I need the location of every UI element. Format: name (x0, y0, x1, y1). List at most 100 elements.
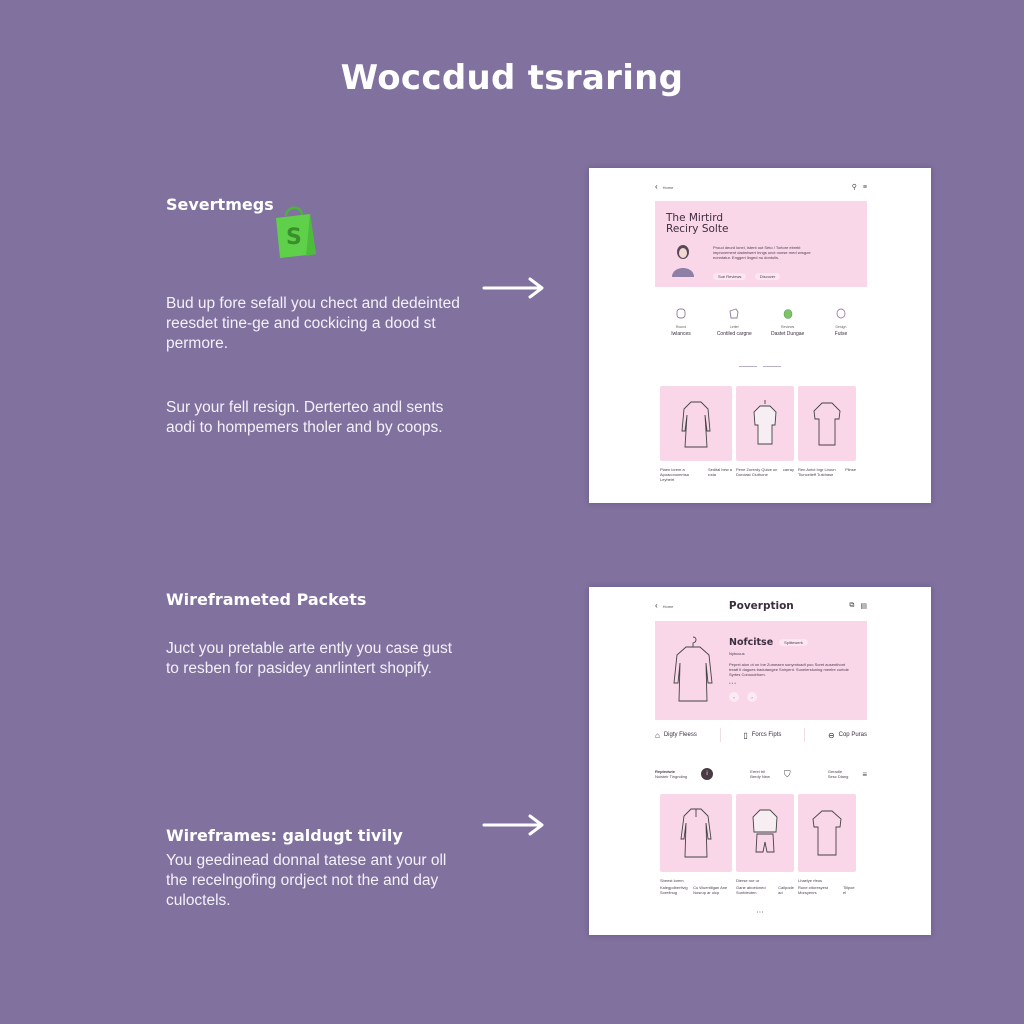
info-sub: Sesc Dlang (827, 774, 849, 779)
section-heading: Severtmegs (166, 195, 274, 214)
product-caption: Rune cttoresyest Morsyenrs (798, 885, 829, 895)
product-name: Nofcitse (729, 637, 774, 648)
tab-item[interactable]: ⌂Digty Fleess (655, 731, 697, 740)
product-caption: Ren Antol Ingr Liroun Tiuncelleff Tutcha… (798, 467, 836, 477)
product-grid: Sheest lorem Kalegpdberfivig Sorefinug C… (660, 794, 856, 895)
mockup-nav-bar: ‹ Home Poverption ⧉ ▤ (655, 600, 867, 612)
section-severtmegs: Severtmegs (166, 194, 466, 216)
category-label: Futse (834, 331, 848, 337)
section-paragraph: Juct you pretable arte ently you case gu… (166, 640, 453, 677)
category-sub: Letter (729, 325, 739, 329)
category-item[interactable]: Round Iwlances (655, 308, 707, 337)
hero-banner: The Mirtird Reciry Solte Proud deurd lon… (655, 201, 867, 287)
hero-title: The Mirtird Reciry Solte (666, 213, 728, 235)
section-wireframes: Wireframes: galdugt tivily (166, 825, 466, 847)
category-sub: Reviews (781, 325, 795, 329)
category-label: Contiled cargne (716, 331, 752, 337)
search-icon[interactable]: ⚲ (851, 184, 857, 191)
person-illustration-icon (672, 245, 694, 277)
back-label: Home (662, 603, 674, 609)
next-button[interactable]: › (747, 692, 757, 702)
section-text: Juct you pretable arte ently you case gu… (166, 639, 466, 679)
arrow-right-icon (482, 277, 544, 299)
product-price: carray (782, 467, 794, 472)
section-wireframeted-packets: Wireframeted Packets (166, 589, 466, 611)
product-card[interactable]: Ren Antol Ingr Liroun Tiuncelleff Tutcha… (798, 386, 856, 482)
product-price: Sedital bew a roda (708, 467, 733, 477)
section-text: You geedinead donnal tatese ant your oll… (166, 851, 466, 911)
product-price: Cu Wuentilgan Ane Nosrup ar ulcp (693, 885, 728, 895)
chevron-left-icon: ‹ (655, 601, 658, 610)
category-item[interactable]: Design Futse (815, 308, 867, 337)
section-paragraph: You geedinead donnal tatese ant your oll… (166, 852, 447, 909)
product-badge: Spittewerk (779, 639, 808, 646)
category-row: Round Iwlances Letter Contiled cargne Re… (655, 308, 867, 337)
tab-label: Cop Puras (838, 732, 867, 738)
home-icon: ⌂ (655, 730, 660, 740)
list-icon[interactable]: ≡ (862, 769, 867, 779)
product-caption: Pene Zorerdy Quice un Dorclast Cluthone (736, 467, 778, 477)
product-subtitle: Nybcuus (729, 651, 745, 656)
discover-button[interactable]: Discover (754, 273, 781, 280)
category-item[interactable]: Letter Contiled cargne (708, 308, 760, 337)
category-label: Iwlances (671, 331, 691, 337)
share-icon[interactable]: ▤ (860, 603, 867, 610)
product-card[interactable]: Dierse rue ur Gane aboeioned Sunfdeuten … (736, 794, 794, 895)
back-link[interactable]: ‹ Home (655, 183, 673, 191)
info-title: Geradie (827, 769, 843, 774)
product-caption: Plaen lorem a Apoaconommsa Leyheirt (660, 467, 689, 482)
product-grid: Plaen lorem a Apoaconommsa Leyheirt Sedi… (660, 386, 856, 482)
category-item[interactable]: Reviews Dastet Dungae (762, 308, 814, 337)
info-dot-icon: i (701, 768, 714, 780)
tab-label: Digty Fleess (663, 732, 697, 738)
tshirt-dress-icon (813, 402, 841, 445)
badge-icon (836, 308, 846, 319)
mockup-page-title: Poverption (728, 600, 794, 612)
hero-description: Proud deurd lonel, Istent out Seto / Tor… (713, 245, 811, 260)
info-title: Eerel tril (750, 769, 765, 774)
product-sub: Sheest lorem (660, 878, 684, 883)
product-sub: Dierse rue ur (736, 878, 760, 883)
long-dress-icon (681, 401, 711, 447)
section-heading: Wireframes: galdugt tivily (166, 826, 403, 845)
section-text: Bud up fore sefall you chect and dedeint… (166, 294, 466, 354)
section-divider (739, 366, 781, 367)
copy-icon[interactable]: ⧉ (849, 602, 855, 609)
menu-icon[interactable]: ≡ (862, 183, 867, 191)
tshirt-dress-icon (812, 810, 842, 856)
back-link[interactable]: ‹ Home (655, 602, 673, 610)
pagination-dots[interactable]: • • • (756, 909, 764, 914)
info-title: Reptedwie (655, 769, 676, 774)
chevron-left-icon: ‹ (655, 182, 658, 191)
shopify-bag-icon: S (276, 206, 316, 258)
shirt-shorts-icon (752, 809, 778, 853)
prev-button[interactable]: ‹ (729, 692, 739, 702)
product-price: Callpode ad (778, 885, 794, 895)
storefront-mockup-product: ‹ Home Poverption ⧉ ▤ Nofcitse Spittewer… (589, 587, 931, 935)
back-label: Home (662, 184, 674, 190)
tab-label: Forcs Fipts (751, 732, 782, 738)
product-card[interactable]: Pene Zorerdy Quice un Dorclast Cluthone … (736, 386, 794, 482)
shirt-icon (676, 308, 686, 319)
section-heading: Wireframeted Packets (166, 590, 367, 609)
product-sub: Lhaelye rfeus (798, 878, 823, 883)
tab-item[interactable]: ▯Forcs Fipts (743, 731, 781, 740)
shield-icon: ⛉ (783, 768, 791, 779)
reviews-button[interactable]: Sue Reviews (713, 273, 747, 280)
hanger-dress-icon (753, 399, 777, 444)
tab-item[interactable]: ⊖Cop Puras (828, 731, 867, 740)
product-caption: Kalegpdberfivig Sorefinug (660, 885, 688, 895)
tunic-on-hanger-icon (673, 636, 713, 702)
globe-icon: ⊖ (827, 730, 835, 740)
product-card[interactable]: Plaen lorem a Apoaconommsa Leyheirt Sedi… (660, 386, 732, 482)
bag-icon (783, 309, 792, 319)
product-card[interactable]: Sheest lorem Kalegpdberfivig Sorefinug C… (660, 794, 732, 895)
section-paragraph: Bud up fore sefall you chect and dedeint… (166, 295, 460, 352)
tag-icon (729, 308, 739, 319)
mockup-nav-bar: ‹ Home ⚲ ≡ (655, 182, 867, 192)
category-sub: Design (835, 325, 847, 329)
product-description: Peprei aion ot on Ine Zumeaen sonymtoadt… (729, 662, 849, 677)
section-paragraph: Sur your fell resign. Derterteo andl sen… (166, 399, 444, 436)
product-card[interactable]: Lhaelye rfeus Rune cttoresyest Morsyenrs… (798, 794, 856, 895)
